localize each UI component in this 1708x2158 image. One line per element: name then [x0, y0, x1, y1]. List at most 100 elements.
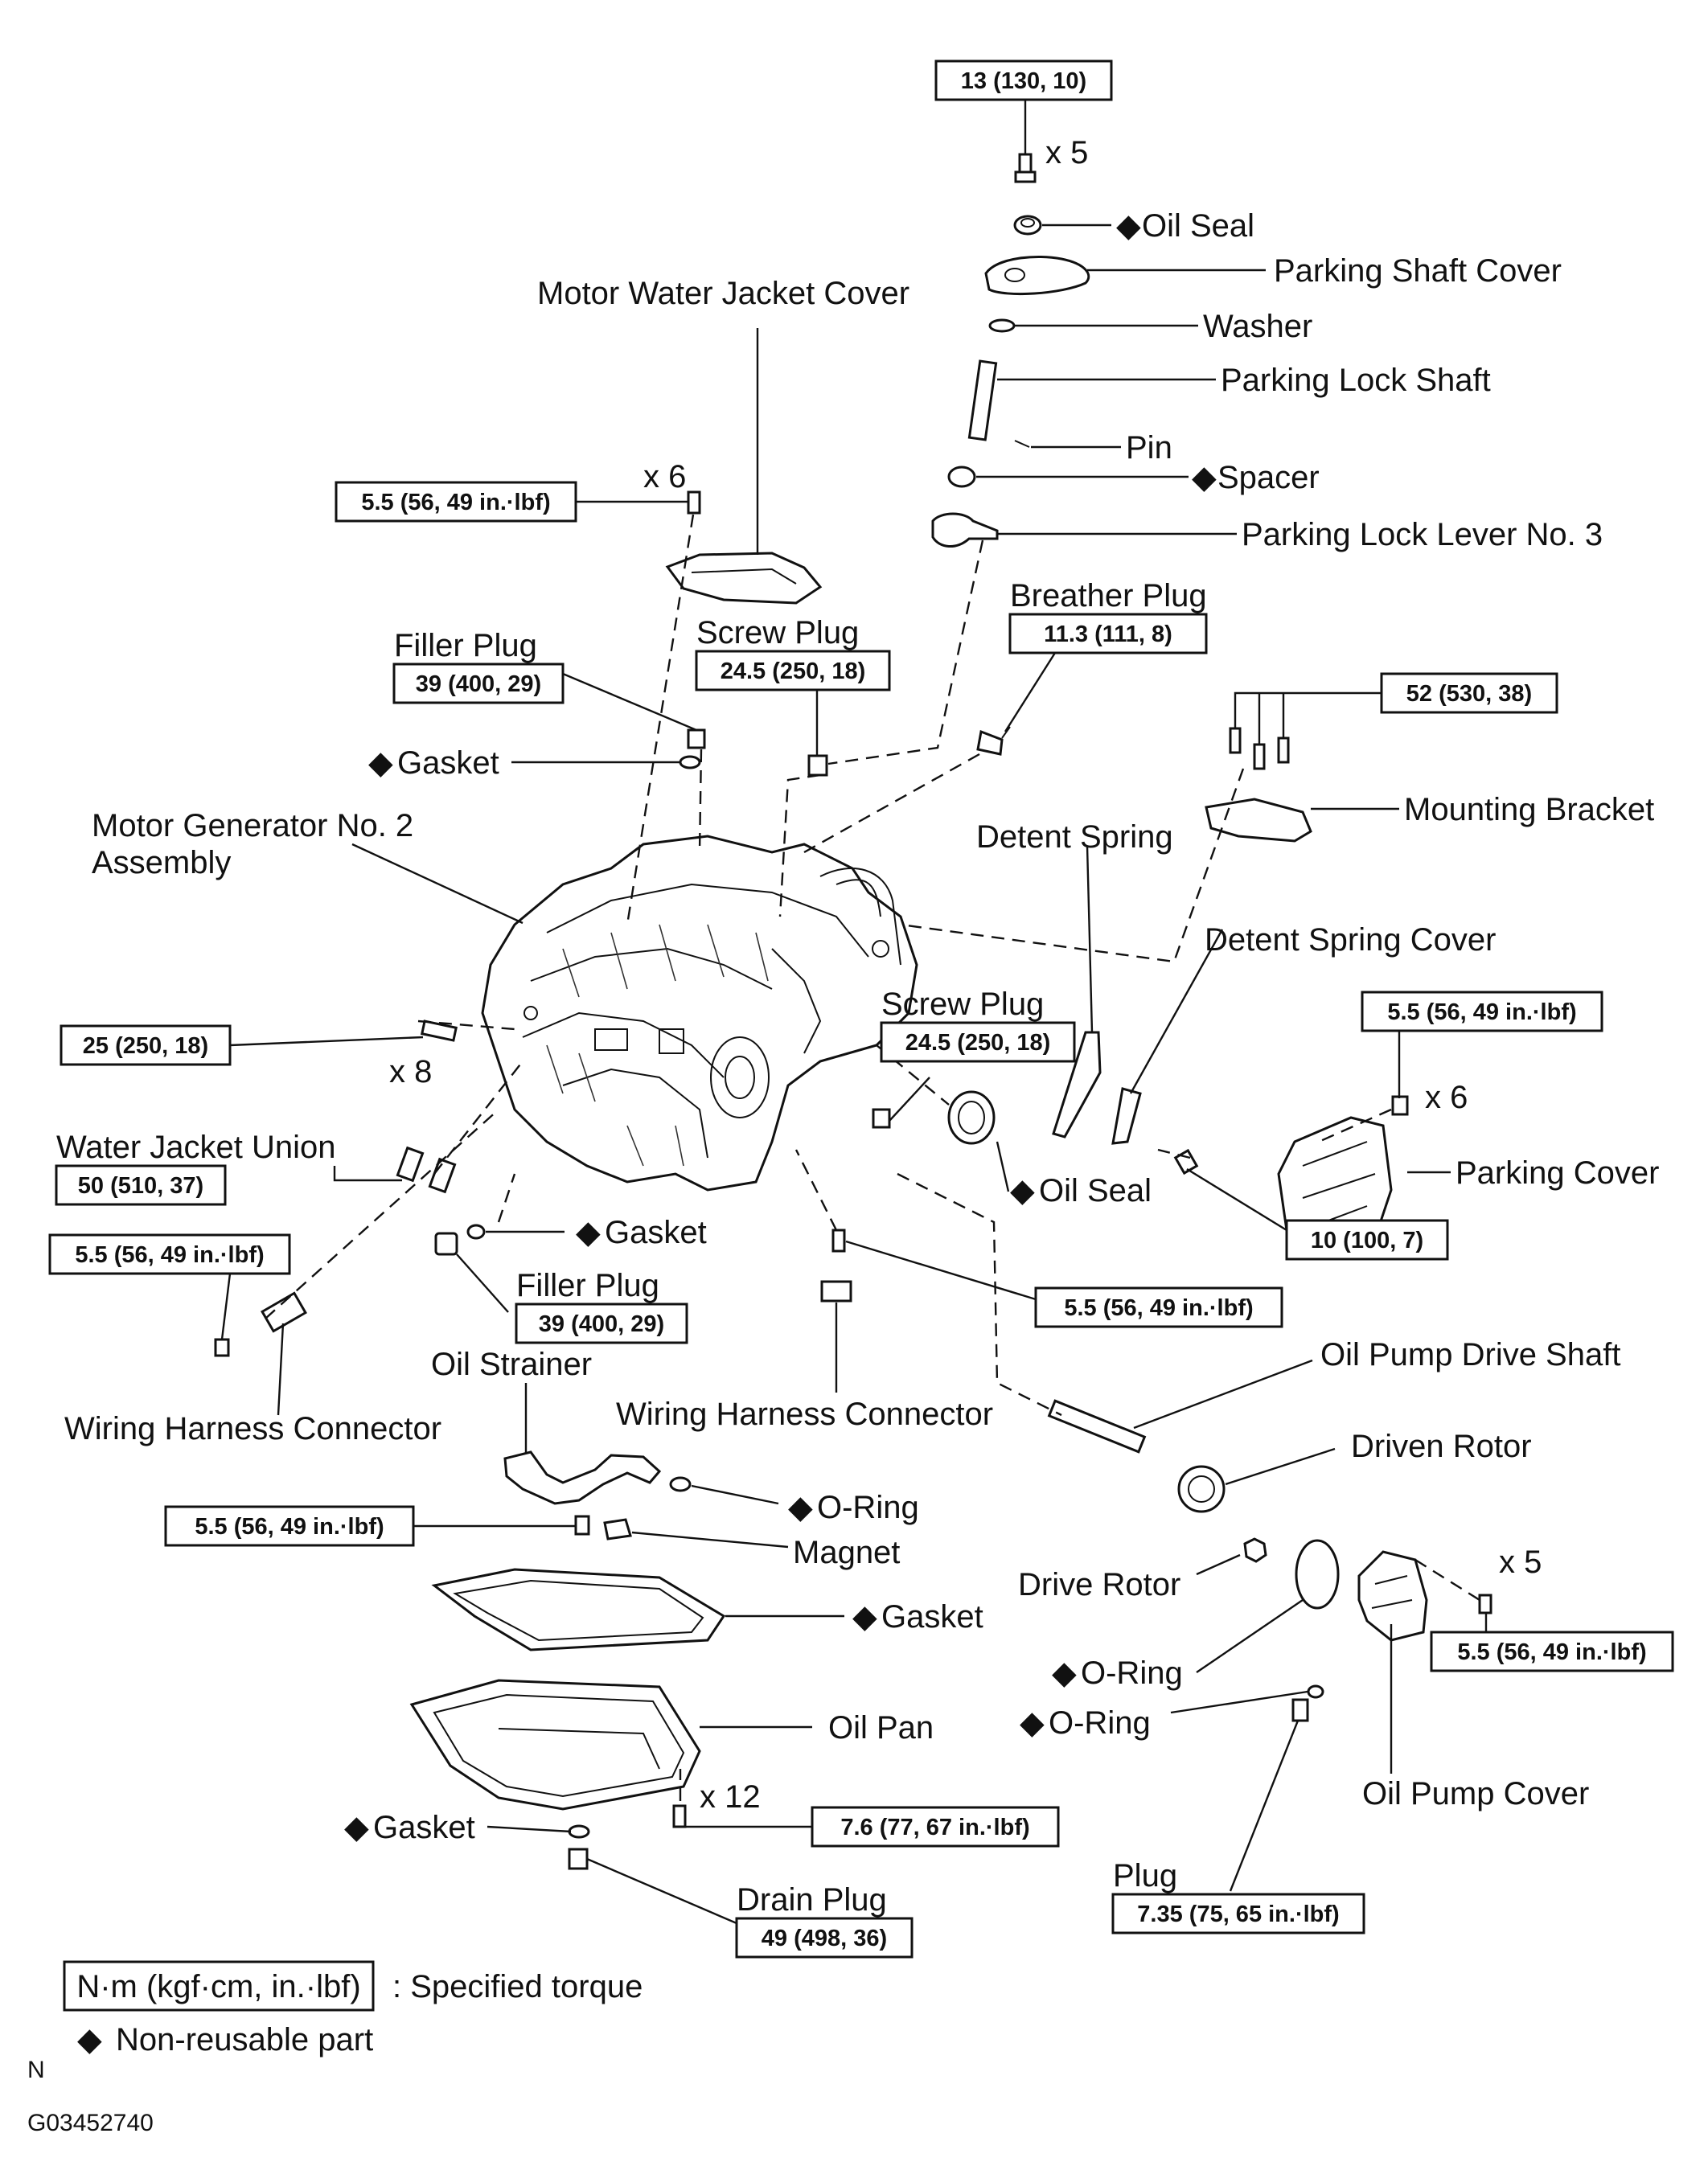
label-motor-generator-line2: Assembly [92, 845, 231, 880]
qty-oil-pan-bolts: x 12 [700, 1779, 761, 1815]
diamond-marker: ◆ [852, 1599, 877, 1635]
torque-box-detent-spring-cover: 10 (100, 7) [1285, 1219, 1449, 1261]
mounting-bracket-part [1205, 727, 1312, 843]
label-detent-spring: Detent Spring [976, 819, 1173, 855]
torque-box-water-jacket: 5.5 (56, 49 in.·lbf) [335, 481, 577, 523]
label-o-ring-pump-1: O-Ring [1081, 1655, 1183, 1691]
label-oil-pan: Oil Pan [828, 1710, 934, 1746]
diamond-marker: ◆ [1052, 1655, 1077, 1691]
label-motor-water-jacket-cover: Motor Water Jacket Cover [537, 276, 909, 311]
torque-box-filler-plug-bottom: 39 (400, 29) [515, 1303, 688, 1344]
diamond-marker: ◆ [344, 1810, 369, 1845]
label-mounting-bracket: Mounting Bracket [1404, 792, 1654, 827]
svg-text:7.6 (77, 67 in.·lbf): 7.6 (77, 67 in.·lbf) [840, 1815, 1029, 1840]
label-wiring-harness-left: Wiring Harness Connector [64, 1411, 441, 1446]
label-water-jacket-union: Water Jacket Union [56, 1130, 336, 1165]
oil-seal-mid-part [872, 1090, 996, 1145]
torque-box-oil-pan: 7.6 (77, 67 in.·lbf) [811, 1806, 1060, 1848]
filler-plug-bottom-part [434, 1224, 486, 1256]
figure-id: G03452740 [27, 2110, 154, 2136]
torque-box-screw-plug-top: 24.5 (250, 18) [695, 650, 891, 691]
svg-text:39 (400, 29): 39 (400, 29) [539, 1311, 664, 1337]
label-gasket-filler-top: Gasket [397, 745, 499, 781]
diamond-marker: ◆ [576, 1215, 601, 1250]
svg-text:39 (400, 29): 39 (400, 29) [416, 671, 541, 697]
qty-water-jacket-bolts: x 6 [643, 459, 686, 494]
label-detent-spring-cover: Detent Spring Cover [1205, 922, 1496, 958]
figure-corner: N G03452740 [27, 2057, 154, 2136]
legend-torque-unit: N·m (kgf·cm, in.·lbf) [76, 1969, 360, 2004]
assembly-lines [265, 514, 1480, 1801]
label-driven-rotor: Driven Rotor [1351, 1429, 1532, 1464]
torque-box-wiring-harness-mid: 5.5 (56, 49 in.·lbf) [1034, 1286, 1283, 1328]
qty-case-bolts: x 8 [389, 1054, 432, 1089]
label-o-ring-pump-2: O-Ring [1049, 1705, 1151, 1741]
svg-text:24.5 (250, 18): 24.5 (250, 18) [905, 1030, 1051, 1056]
qty-pump-cover-bolts: x 5 [1499, 1545, 1542, 1580]
torque-box-parking-cover: 5.5 (56, 49 in.·lbf) [1361, 991, 1603, 1032]
label-parking-lock-shaft: Parking Lock Shaft [1221, 363, 1491, 398]
label-drive-rotor: Drive Rotor [1018, 1567, 1180, 1602]
label-parking-shaft-cover: Parking Shaft Cover [1274, 253, 1562, 289]
svg-text:5.5 (56, 49 in.·lbf): 5.5 (56, 49 in.·lbf) [361, 490, 550, 515]
water-jacket-cover-group [665, 490, 823, 605]
label-wiring-harness-mid: Wiring Harness Connector [616, 1397, 993, 1432]
svg-text:5.5 (56, 49 in.·lbf): 5.5 (56, 49 in.·lbf) [1457, 1639, 1646, 1665]
svg-text:5.5 (56, 49 in.·lbf): 5.5 (56, 49 in.·lbf) [1064, 1295, 1253, 1321]
label-breather-plug: Breather Plug [1010, 578, 1207, 613]
torque-box-water-jacket-union: 50 (510, 37) [55, 1164, 227, 1206]
svg-text:5.5 (56, 49 in.·lbf): 5.5 (56, 49 in.·lbf) [75, 1242, 264, 1268]
svg-text:5.5 (56, 49 in.·lbf): 5.5 (56, 49 in.·lbf) [195, 1514, 384, 1540]
label-magnet: Magnet [793, 1535, 900, 1570]
legend-torque-desc: : Specified torque [392, 1969, 643, 2004]
svg-text:10 (100, 7): 10 (100, 7) [1311, 1228, 1423, 1253]
svg-text:50 (510, 37): 50 (510, 37) [78, 1173, 203, 1199]
oil-strainer-part [503, 1450, 692, 1541]
label-spacer: Spacer [1217, 460, 1320, 495]
oil-pump-parts [1047, 1399, 1492, 1722]
screw-plug-top [807, 754, 828, 777]
label-filler-plug-bottom: Filler Plug [516, 1268, 659, 1303]
qty-shaft-cover-bolts: x 5 [1045, 135, 1088, 170]
label-oil-seal-mid: Oil Seal [1039, 1173, 1152, 1208]
label-oil-strainer: Oil Strainer [431, 1347, 592, 1382]
torque-box-mounting-bracket: 52 (530, 38) [1380, 672, 1558, 714]
torque-box-wiring-harness-left: 5.5 (56, 49 in.·lbf) [48, 1233, 291, 1275]
label-gasket-pan: Gasket [881, 1599, 983, 1635]
label-parking-lock-lever: Parking Lock Lever No. 3 [1242, 517, 1603, 552]
transmission-housing [481, 835, 918, 1192]
north-marker: N [27, 2057, 45, 2083]
label-oil-seal-top: Oil Seal [1142, 208, 1254, 244]
label-oil-pump-cover: Oil Pump Cover [1362, 1776, 1589, 1811]
label-motor-generator-line1: Motor Generator No. 2 [92, 808, 413, 843]
label-oil-pump-drive-shaft: Oil Pump Drive Shaft [1320, 1337, 1620, 1372]
svg-text:13 (130, 10): 13 (130, 10) [961, 68, 1086, 94]
svg-text:11.3 (111, 8): 11.3 (111, 8) [1044, 622, 1172, 647]
torque-box-oil-strainer: 5.5 (56, 49 in.·lbf) [164, 1505, 415, 1547]
qty-parking-cover-bolts: x 6 [1425, 1080, 1468, 1115]
torque-box-shaft-cover: 13 (130, 10) [934, 59, 1113, 101]
parking-shaft-cover-group [931, 153, 1090, 548]
torque-box-drain-plug: 49 (498, 36) [735, 1917, 914, 1959]
svg-text:25 (250, 18): 25 (250, 18) [83, 1033, 208, 1059]
diamond-marker: ◆ [788, 1490, 813, 1525]
torque-box-pump-cover: 5.5 (56, 49 in.·lbf) [1430, 1631, 1674, 1672]
label-gasket-drain: Gasket [373, 1810, 475, 1845]
case-bolt-and-union [396, 1020, 458, 1194]
label-screw-plug-top: Screw Plug [696, 615, 859, 650]
torque-box-breather-plug: 11.3 (111, 8) [1008, 613, 1208, 654]
label-screw-plug-mid: Screw Plug [881, 987, 1044, 1022]
torque-box-case-bolts: 25 (250, 18) [60, 1024, 232, 1066]
svg-text:52 (530, 38): 52 (530, 38) [1406, 681, 1532, 707]
diamond-marker: ◆ [1020, 1705, 1045, 1741]
legend-diamond-icon: ◆ [77, 2022, 102, 2057]
label-filler-plug-top: Filler Plug [394, 628, 537, 663]
part-labels: x 5 ◆ Oil Seal Parking Shaft Cover Washe… [56, 135, 1659, 1918]
svg-text:49 (498, 36): 49 (498, 36) [762, 1926, 887, 1951]
torque-box-plug: 7.35 (75, 65 in.·lbf) [1111, 1893, 1365, 1934]
diamond-marker: ◆ [1192, 460, 1217, 495]
wiring-harness-parts [214, 1229, 852, 1357]
label-parking-cover: Parking Cover [1455, 1155, 1659, 1191]
